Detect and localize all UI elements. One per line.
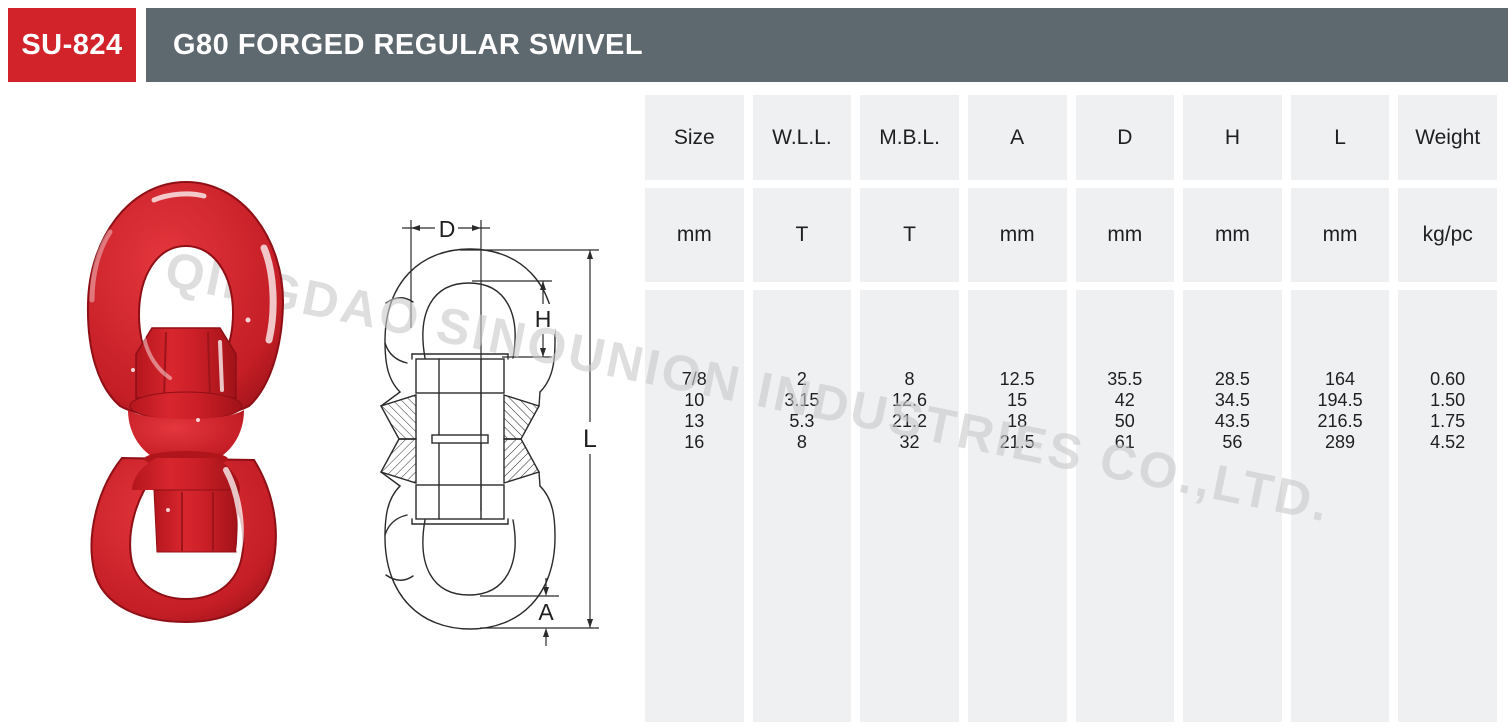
value: 194.5 — [1317, 390, 1363, 410]
value: 1.50 — [1430, 390, 1466, 410]
column-values: 28.5 34.5 43.5 56 — [1183, 290, 1282, 722]
column-unit: T — [860, 188, 959, 282]
value: 61 — [1114, 432, 1135, 452]
technical-drawing: D H L A — [379, 215, 603, 646]
column-values: 35.5 42 50 61 — [1075, 290, 1175, 722]
table-column-d: D mm 35.5 42 50 61 — [1075, 95, 1175, 722]
value: 28.5 — [1214, 369, 1250, 389]
dim-label-l: L — [583, 425, 597, 453]
table-column-mbl: M.B.L. T 8 12.6 21.2 32 — [860, 95, 959, 722]
dim-label-d: D — [439, 216, 456, 242]
column-header: Size — [645, 95, 744, 180]
value: 7/8 — [681, 369, 707, 389]
column-header: M.B.L. — [860, 95, 959, 180]
column-unit: mm — [967, 188, 1067, 282]
value: 8 — [904, 369, 915, 389]
value: 4.52 — [1430, 432, 1466, 452]
column-values: 8 12.6 21.2 32 — [860, 290, 959, 722]
table-column-h: H mm 28.5 34.5 43.5 56 — [1183, 95, 1282, 722]
value: 216.5 — [1317, 411, 1363, 431]
column-header: W.L.L. — [752, 95, 852, 180]
column-values: 7/8 10 13 16 — [645, 290, 744, 722]
column-values: 0.60 1.50 1.75 4.52 — [1398, 290, 1497, 722]
value: 3.15 — [784, 390, 820, 410]
table-column-l: L mm 164 194.5 216.5 289 — [1290, 95, 1390, 722]
value: 50 — [1114, 411, 1135, 431]
spec-table: Size mm 7/8 10 13 16 W.L.L. T 2 3.15 5.3… — [645, 95, 1497, 722]
column-values: 2 3.15 5.3 8 — [752, 290, 852, 722]
value: 1.75 — [1430, 411, 1466, 431]
column-header: Weight — [1398, 95, 1497, 180]
column-values: 164 194.5 216.5 289 — [1290, 290, 1390, 722]
model-badge: SU-824 — [8, 8, 136, 82]
table-column-size: Size mm 7/8 10 13 16 — [645, 95, 744, 722]
value: 2 — [796, 369, 807, 389]
column-header: A — [967, 95, 1067, 180]
value: 18 — [1007, 411, 1028, 431]
column-unit: mm — [1183, 188, 1282, 282]
value: 42 — [1114, 390, 1135, 410]
dim-label-a: A — [538, 599, 554, 625]
column-unit: kg/pc — [1398, 188, 1497, 282]
dim-label-h: H — [535, 306, 552, 332]
value: 21.2 — [892, 411, 928, 431]
value: 15 — [1007, 390, 1028, 410]
value: 10 — [684, 390, 705, 410]
value: 164 — [1325, 369, 1356, 389]
table-column-weight: Weight kg/pc 0.60 1.50 1.75 4.52 — [1398, 95, 1497, 722]
product-photo — [86, 180, 285, 624]
value: 16 — [684, 432, 705, 452]
value: 13 — [684, 411, 705, 431]
column-unit: mm — [1290, 188, 1390, 282]
column-header: H — [1183, 95, 1282, 180]
column-values: 12.5 15 18 21.5 — [967, 290, 1067, 722]
value: 32 — [899, 432, 920, 452]
value: 43.5 — [1214, 411, 1250, 431]
column-unit: T — [752, 188, 852, 282]
value: 289 — [1325, 432, 1356, 452]
value: 35.5 — [1107, 369, 1143, 389]
column-header: L — [1290, 95, 1390, 180]
value: 8 — [796, 432, 807, 452]
value: 56 — [1222, 432, 1243, 452]
page-title: G80 FORGED REGULAR SWIVEL — [146, 8, 1508, 82]
table-column-wll: W.L.L. T 2 3.15 5.3 8 — [752, 95, 852, 722]
value: 12.5 — [999, 369, 1035, 389]
column-unit: mm — [645, 188, 744, 282]
value: 12.6 — [892, 390, 928, 410]
value: 5.3 — [789, 411, 815, 431]
value: 34.5 — [1214, 390, 1250, 410]
column-header: D — [1075, 95, 1175, 180]
column-unit: mm — [1075, 188, 1175, 282]
value: 0.60 — [1430, 369, 1466, 389]
value: 21.5 — [999, 432, 1035, 452]
table-column-a: A mm 12.5 15 18 21.5 — [967, 95, 1067, 722]
